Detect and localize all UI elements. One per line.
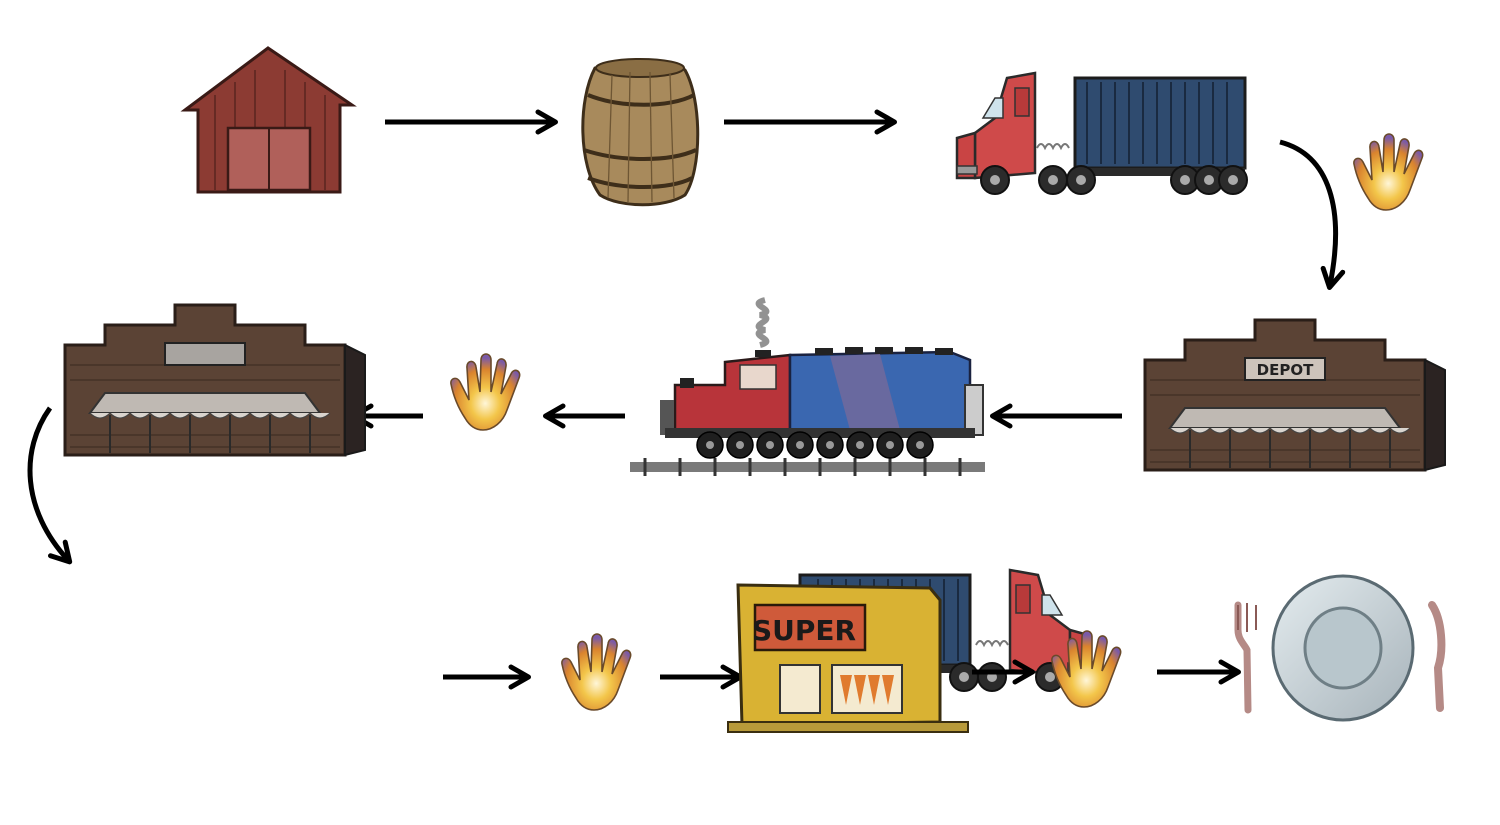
hand-icon <box>450 353 521 431</box>
supermarket-icon: SUPER <box>727 583 969 733</box>
barrel-icon <box>581 58 700 207</box>
barn-icon <box>180 46 357 194</box>
depot-building-icon <box>63 303 367 457</box>
depot-building-icon: DEPOT <box>1143 318 1447 472</box>
hand-icon <box>561 633 632 711</box>
semi-truck-icon <box>955 71 1249 196</box>
supermarket-sign-text: SUPER <box>752 614 856 647</box>
hand-icon <box>1353 133 1424 211</box>
plate-cutlery-icon <box>1234 574 1446 722</box>
locomotive-icon <box>630 297 985 476</box>
knife-icon <box>1428 601 1446 712</box>
fork-icon <box>1234 601 1257 714</box>
curved-arrow <box>1279 139 1346 290</box>
curved-arrow <box>27 406 73 565</box>
depot-sign-text: DEPOT <box>1257 361 1314 379</box>
